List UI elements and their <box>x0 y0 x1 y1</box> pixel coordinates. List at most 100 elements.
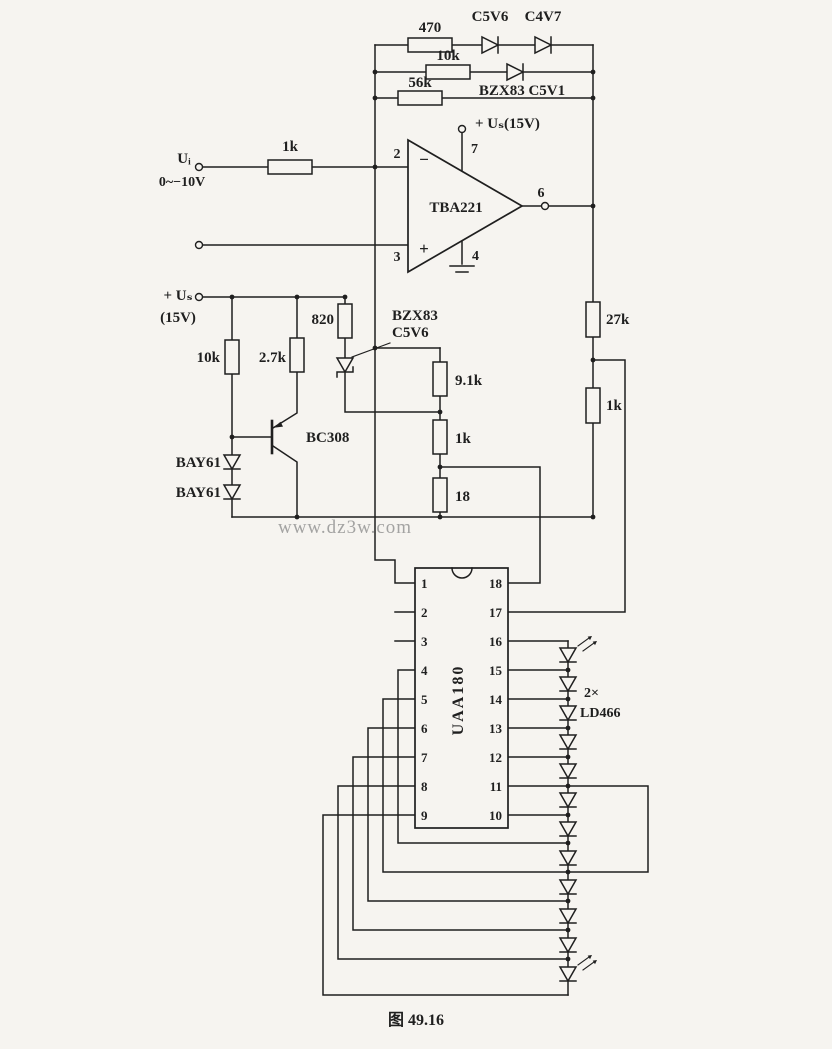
label-r56k: 56k <box>408 75 432 91</box>
led-9 <box>559 879 577 895</box>
resistor-27k-symbol <box>585 301 601 338</box>
input-terminal-top <box>194 162 204 172</box>
ic-pin-10: 10 <box>489 808 502 823</box>
led-6 <box>559 792 577 808</box>
led-5 <box>559 763 577 779</box>
resistor-1k-input-symbol <box>267 159 313 175</box>
ic-pin-11: 11 <box>490 779 502 794</box>
led-1 <box>559 647 577 663</box>
label-supply-top: + Uₛ <box>163 288 192 304</box>
label-zener-line1: BZX83 <box>392 308 438 324</box>
resistor-10k-bias-symbol <box>224 339 240 375</box>
ic-notch <box>451 567 473 579</box>
ic-pin-13: 13 <box>489 721 503 736</box>
vcc-terminal <box>457 124 467 134</box>
diode-c5v6-symbol <box>481 35 500 55</box>
supply-terminal <box>194 292 204 302</box>
led-3 <box>559 705 577 721</box>
label-layer: 470 C5V6 C4V7 10k BZX83 C5V1 56k 2 − 3 +… <box>159 9 630 1029</box>
resistor-820-symbol <box>337 303 353 339</box>
resistor-10k-feedback-symbol <box>425 64 471 80</box>
opamp-plus-sign: + <box>419 239 429 258</box>
opamp-tba221-symbol <box>407 138 524 274</box>
label-bay61-1: BAY61 <box>176 455 221 471</box>
diode-c4v7-symbol <box>534 35 553 55</box>
diode-bay61-1-symbol <box>222 454 242 471</box>
component-layer <box>222 35 601 982</box>
ic-pin-6: 6 <box>421 721 428 736</box>
label-ic-name: UAA180 <box>450 665 467 736</box>
led-8 <box>559 850 577 866</box>
label-zener-line2: C5V6 <box>392 325 429 341</box>
label-bay61-2: BAY61 <box>176 485 221 501</box>
label-r18: 18 <box>455 489 470 505</box>
label-opamp-pin6: 6 <box>538 186 545 201</box>
label-r1k-divider: 1k <box>455 431 472 447</box>
label-opamp-pin7: 7 <box>471 142 478 157</box>
label-r9k1: 9.1k <box>455 373 483 389</box>
terminal-circles <box>194 124 550 302</box>
ic-pin-1: 1 <box>421 576 428 591</box>
resistor-18-symbol <box>432 477 448 513</box>
label-supply-bottom: (15V) <box>160 310 196 326</box>
ic-pin-2: 2 <box>421 605 428 620</box>
led-7 <box>559 821 577 837</box>
label-input-range: 0~−10V <box>159 175 205 190</box>
label-r470: 470 <box>419 20 442 36</box>
label-r1k-right: 1k <box>606 398 623 414</box>
watermark: www.dz3w.com <box>278 517 412 538</box>
led-emission-arrows-top <box>577 635 598 652</box>
resistor-9k1-symbol <box>432 361 448 397</box>
resistor-2k7-symbol <box>289 337 305 373</box>
resistor-470-symbol <box>407 37 453 53</box>
output-node-circle <box>540 201 550 211</box>
diode-bay61-2-symbol <box>222 484 242 501</box>
ic-uaa180-symbol <box>414 567 509 829</box>
label-led-multiplier: 2× <box>584 686 599 701</box>
led-10 <box>559 908 577 924</box>
label-vcc: + Uₛ(15V) <box>475 116 540 132</box>
label-r10k-bias: 10k <box>197 350 221 366</box>
led-4 <box>559 734 577 750</box>
ic-pin-18: 18 <box>489 576 503 591</box>
resistor-56k-symbol <box>397 90 443 106</box>
ic-pin-4: 4 <box>421 663 428 678</box>
figure-caption: 图 49.16 <box>388 1011 444 1029</box>
ic-pin-5: 5 <box>421 692 428 707</box>
label-led-part: LD466 <box>580 706 620 721</box>
resistor-1k-divider-symbol <box>432 419 448 455</box>
ic-pin-15: 15 <box>489 663 503 678</box>
led-2 <box>559 676 577 692</box>
ic-pin-7: 7 <box>421 750 428 765</box>
label-r27k: 27k <box>606 312 630 328</box>
resistor-1k-right-symbol <box>585 387 601 424</box>
opamp-minus-sign: − <box>419 150 429 169</box>
label-input-signal: Uᵢ <box>177 151 191 167</box>
led-12 <box>559 966 577 982</box>
label-r1k-input: 1k <box>282 139 299 155</box>
label-opamp-name: TBA221 <box>429 200 482 216</box>
transistor-bc308-symbol <box>270 419 283 455</box>
label-r10k-feedback: 10k <box>436 48 460 64</box>
diode-bzx83-c5v1-symbol <box>506 62 525 82</box>
wire-layer <box>202 44 649 996</box>
led-11 <box>559 937 577 953</box>
label-opamp-pin3: 3 <box>394 250 401 265</box>
ic-pin-14: 14 <box>489 692 503 707</box>
ic-pin-12: 12 <box>489 750 502 765</box>
junction-dots <box>229 69 596 962</box>
label-opamp-pin2: 2 <box>394 147 401 162</box>
label-bzx83-c5v1: BZX83 C5V1 <box>479 83 565 99</box>
label-bc308: BC308 <box>306 430 349 446</box>
zener-bzx83-c5v6-symbol <box>335 357 355 378</box>
label-c4v7: C4V7 <box>525 9 562 25</box>
ic-pin-16: 16 <box>489 634 503 649</box>
led-emission-arrows-bottom <box>577 954 598 971</box>
input-terminal-bottom <box>194 240 204 250</box>
ic-pin-17: 17 <box>489 605 503 620</box>
ic-pin-8: 8 <box>421 779 428 794</box>
label-c5v6-top: C5V6 <box>472 9 509 25</box>
label-r2k7: 2.7k <box>259 350 287 366</box>
